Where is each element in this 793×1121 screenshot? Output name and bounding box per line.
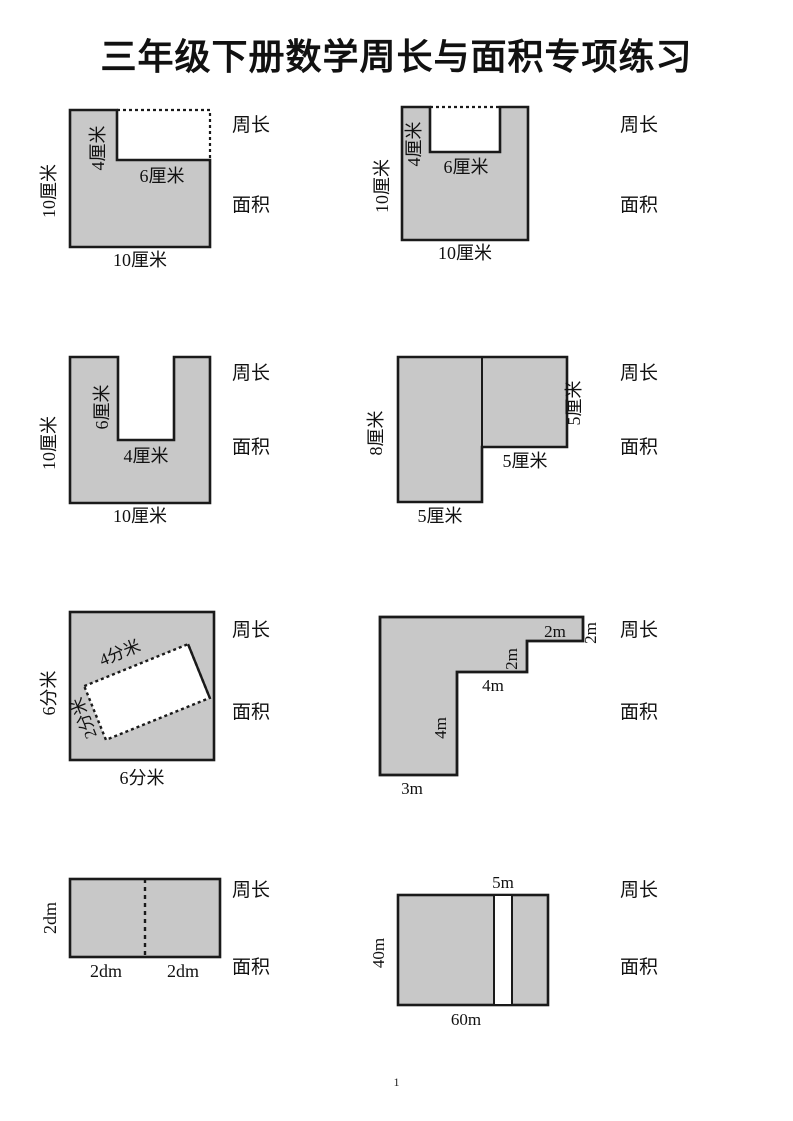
figure-3: 10厘米 6厘米 4厘米 10厘米	[22, 345, 282, 530]
fig1-prompt-perimeter: 周长	[232, 115, 271, 136]
page-title: 三年级下册数学周长与面积专项练习	[100, 36, 693, 77]
figure-5: 6分米 6分米 4分米 2分米	[22, 600, 282, 800]
fig3-label-inner-vertical: 6厘米	[92, 385, 112, 430]
fig3-notched-square	[68, 355, 212, 505]
fig1-label-inner-horizontal: 6厘米	[140, 166, 185, 186]
figure-7: 2dm 2dm 2dm	[22, 865, 282, 990]
fig7-prompt-perimeter: 周长	[232, 880, 271, 901]
fig6-label-bottom: 3m	[401, 779, 423, 798]
fig7-label-bottom-right: 2dm	[167, 961, 199, 981]
fig1-label-inner-vertical: 4厘米	[88, 126, 108, 171]
fig3-label-bottom: 10厘米	[113, 506, 167, 526]
fig8-prompt-area: 面积	[620, 957, 659, 978]
fig4-prompt-area: 面积	[620, 437, 659, 458]
fig6-label-right-vertical: 2m	[581, 622, 600, 644]
fig2-prompt-area: 面积	[620, 195, 659, 216]
fig5-label-left: 6分米	[39, 671, 59, 716]
fig1-prompt-area: 面积	[232, 195, 271, 216]
fig4-label-right-vertical: 5厘米	[564, 381, 584, 426]
fig6-label-step1-vertical: 4m	[431, 717, 450, 739]
fig8-prompt-perimeter: 周长	[620, 880, 659, 901]
fig7-label-left: 2dm	[40, 902, 60, 934]
fig5-prompt-perimeter: 周长	[232, 620, 271, 641]
fig2-prompt-perimeter: 周长	[620, 115, 659, 136]
figure-8: 40m 60m 5m	[369, 865, 640, 1030]
fig2-label-inner-vertical: 4厘米	[404, 122, 424, 167]
fig7-rectangle	[68, 877, 222, 959]
fig4-label-inner-horizontal: 5厘米	[503, 451, 548, 471]
fig2-label-left: 10厘米	[372, 159, 392, 213]
fig5-label-bottom: 6分米	[120, 768, 165, 788]
fig6-label-step1-horizontal: 4m	[482, 676, 504, 695]
fig8-label-bottom: 60m	[451, 1010, 481, 1029]
fig5-rotated-hole-group	[82, 642, 212, 742]
fig1-label-bottom: 10厘米	[113, 250, 167, 270]
fig5-prompt-area: 面积	[232, 702, 271, 723]
fig1-label-left: 10厘米	[39, 164, 59, 218]
figure-6: 2m 2m 2m 4m 4m 3m	[350, 600, 650, 805]
fig2-label-inner-horizontal: 6厘米	[444, 157, 489, 177]
fig8-white-strip	[494, 896, 512, 1004]
fig6-staircase-shape	[378, 615, 585, 777]
fig6-label-step2-vertical: 2m	[502, 648, 521, 670]
fig8-label-strip: 5m	[492, 873, 514, 892]
fig3-label-left: 10厘米	[39, 416, 59, 470]
fig4-label-left: 8厘米	[366, 411, 386, 456]
figure-2: 10厘米 4厘米 6厘米 10厘米	[372, 96, 638, 271]
fig5-rotated-rectangle-solid-edge	[186, 643, 211, 699]
fig6-prompt-perimeter: 周长	[620, 620, 659, 641]
fig7-label-bottom-left: 2dm	[90, 961, 122, 981]
fig1-cutout-dotted-edge	[117, 108, 212, 160]
fig1-l-shape	[68, 108, 212, 249]
fig4-prompt-perimeter: 周长	[620, 363, 659, 384]
fig3-prompt-area: 面积	[232, 437, 271, 458]
fig7-prompt-area: 面积	[232, 957, 271, 978]
fig8-rectangle	[396, 893, 550, 1007]
fig3-prompt-perimeter: 周长	[232, 363, 271, 384]
fig4-label-bottom: 5厘米	[418, 506, 463, 526]
fig2-notched-square	[400, 105, 530, 242]
figure-1: 10厘米 4厘米 6厘米 10厘米	[22, 96, 282, 271]
fig3-label-inner-horizontal: 4厘米	[124, 446, 169, 466]
fig6-prompt-area: 面积	[620, 702, 659, 723]
fig2-label-bottom: 10厘米	[438, 243, 492, 263]
figure-4: 8厘米 5厘米 5厘米 5厘米	[366, 345, 640, 530]
page-number: 1	[393, 1075, 400, 1089]
fig6-label-step2-horizontal: 2m	[544, 622, 566, 641]
fig8-label-left: 40m	[369, 938, 388, 968]
